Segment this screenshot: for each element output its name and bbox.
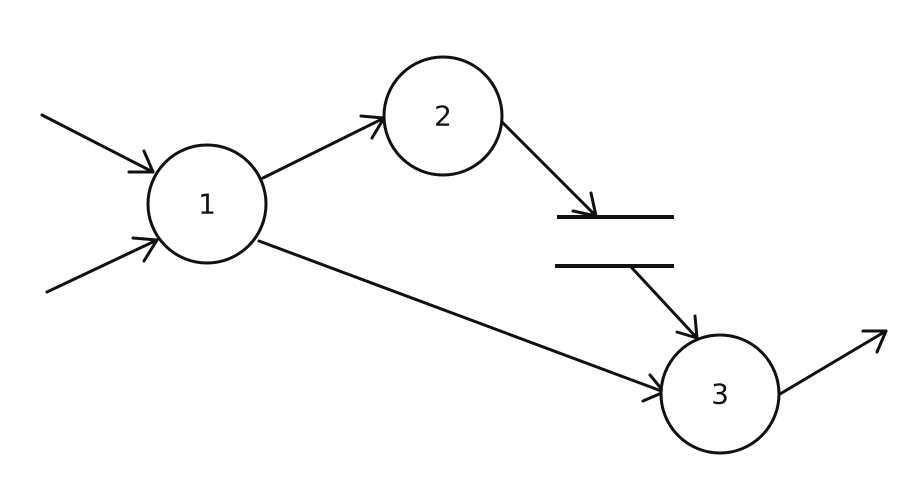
- edges: [40, 113, 888, 403]
- data-store: [555, 215, 674, 268]
- arrowhead-output: [861, 329, 888, 354]
- edge-node-1-to-node-3: [257, 239, 666, 394]
- arrowhead-input-a: [127, 149, 155, 174]
- edge-node-2-to-store: [500, 120, 598, 218]
- node-2-label: 2: [434, 100, 452, 133]
- node-2: 2: [382, 55, 504, 177]
- arrowhead-store-to-node-3: [675, 314, 699, 340]
- arrowhead-input-b: [131, 236, 159, 263]
- node-3: 3: [659, 333, 781, 455]
- edge-store-to-node-3: [630, 266, 699, 340]
- edge-node-1-to-node-2: [261, 116, 386, 180]
- edge-node-3-to-output: [778, 329, 888, 396]
- node-1-label: 1: [198, 188, 216, 221]
- node-1: 1: [146, 143, 268, 265]
- edge-input-a-to-node-1: [40, 113, 155, 174]
- edge-input-b-to-node-1: [45, 238, 159, 294]
- nodes: 1 2 3: [146, 55, 781, 455]
- node-2-circle: [382, 55, 504, 177]
- node-1-circle: [146, 143, 268, 265]
- node-3-circle: [659, 333, 781, 455]
- node-3-label: 3: [711, 378, 729, 411]
